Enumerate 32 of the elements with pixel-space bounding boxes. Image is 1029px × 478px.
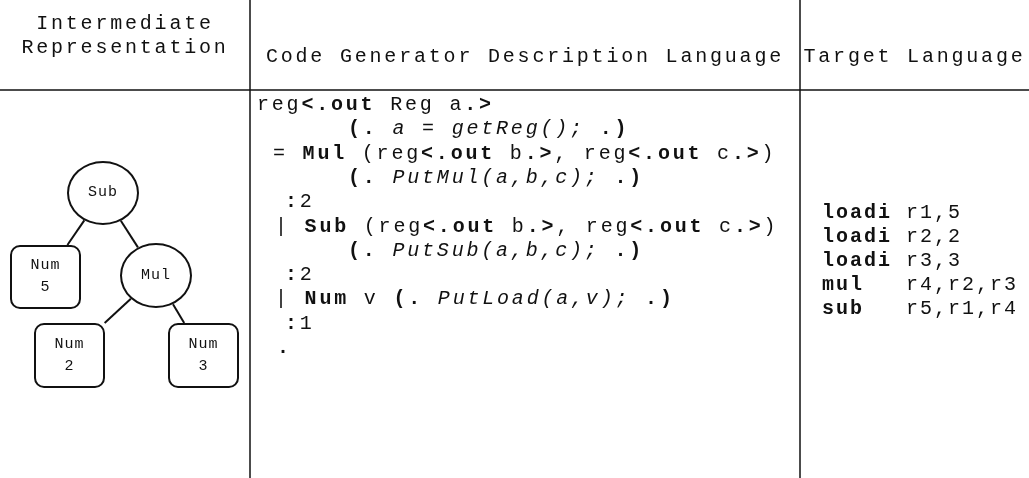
tree-edge xyxy=(66,219,86,246)
assembly-line: loadi r1,5 xyxy=(822,201,963,225)
code-line: | Sub (reg<.out b.>, reg<.out c.>) xyxy=(275,214,779,239)
tree-node-box xyxy=(10,245,81,309)
code-line: :1 xyxy=(285,311,315,336)
code-line: reg<.out Reg a.> xyxy=(257,93,494,117)
node-label: Num 5 xyxy=(29,256,62,298)
code-line: (. PutMul(a,b,c); .) xyxy=(348,165,645,190)
assembly-line: loadi r2,2 xyxy=(822,225,963,249)
column-header: Code Generator Description Language xyxy=(264,45,786,69)
code-line: (. PutSub(a,b,c); .) xyxy=(348,238,645,263)
code-line: :2 xyxy=(285,190,315,215)
tree-node-box xyxy=(168,323,239,388)
code-line: :2 xyxy=(285,263,315,288)
code-line: (. a = getReg(); .) xyxy=(348,117,630,142)
assembly-line: sub r5,r1,r4 xyxy=(822,297,1019,321)
code-line: . xyxy=(277,336,292,360)
node-label: Sub xyxy=(88,183,118,203)
tree-edge xyxy=(119,219,139,249)
tree-edge xyxy=(103,297,132,324)
assembly-line: loadi r3,3 xyxy=(822,249,963,273)
code-line: = Mul (reg<.out b.>, reg<.out c.>) xyxy=(273,141,777,166)
tree-node-box xyxy=(34,323,105,388)
node-label: Num 3 xyxy=(187,334,220,377)
node-label: Num 2 xyxy=(53,334,86,377)
code-line: | Num v (. PutLoad(a,v); .) xyxy=(275,287,675,312)
column-header: Target Language xyxy=(802,45,1027,69)
node-label: Mul xyxy=(141,265,171,286)
tree-edge xyxy=(172,303,186,324)
assembly-line: mul r4,r2,r3 xyxy=(822,273,1019,297)
tree-node-circle xyxy=(120,243,192,308)
column-header: Intermediate Representation xyxy=(20,12,230,60)
